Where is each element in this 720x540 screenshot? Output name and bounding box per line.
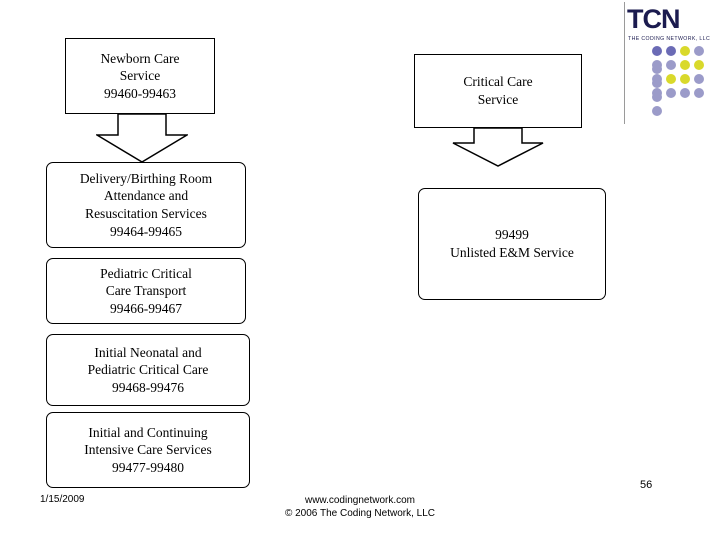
footer-date: 1/15/2009 [40, 494, 85, 505]
logo-dot [652, 88, 662, 98]
logo-dot [666, 46, 676, 56]
logo-dot-row [652, 88, 718, 116]
logo-dot [694, 74, 704, 84]
logo-dot [694, 46, 704, 56]
down-arrow-icon [452, 127, 544, 172]
logo-divider [624, 2, 625, 124]
logo-dot [694, 88, 704, 98]
logo-dot-row [652, 74, 718, 102]
tcn-logo: TCN THE CODING NETWORK, LLC [620, 4, 718, 124]
logo-dot-grid [652, 46, 718, 116]
logo-dot [680, 74, 690, 84]
logo-dot [666, 60, 676, 70]
footer-credits: www.codingnetwork.com © 2006 The Coding … [0, 495, 720, 520]
logo-dot [694, 60, 704, 70]
logo-wordmark: TCN [627, 4, 680, 34]
logo-dot [680, 46, 690, 56]
footer-copyright: © 2006 The Coding Network, LLC [284, 507, 436, 519]
logo-dot-row [652, 60, 718, 88]
logo-dot-row [652, 46, 718, 74]
logo-dot [652, 46, 662, 56]
logo-dot [652, 74, 662, 84]
logo-dot [680, 88, 690, 98]
page-number: 56 [640, 479, 653, 491]
logo-dot [680, 60, 690, 70]
down-arrow-icon [94, 113, 190, 168]
logo-tagline: THE CODING NETWORK, LLC [628, 36, 711, 42]
logo-dot [652, 60, 662, 70]
footer-website: www.codingnetwork.com [304, 495, 416, 506]
logo-dot [652, 106, 662, 116]
logo-dot [666, 88, 676, 98]
logo-dot [666, 74, 676, 84]
